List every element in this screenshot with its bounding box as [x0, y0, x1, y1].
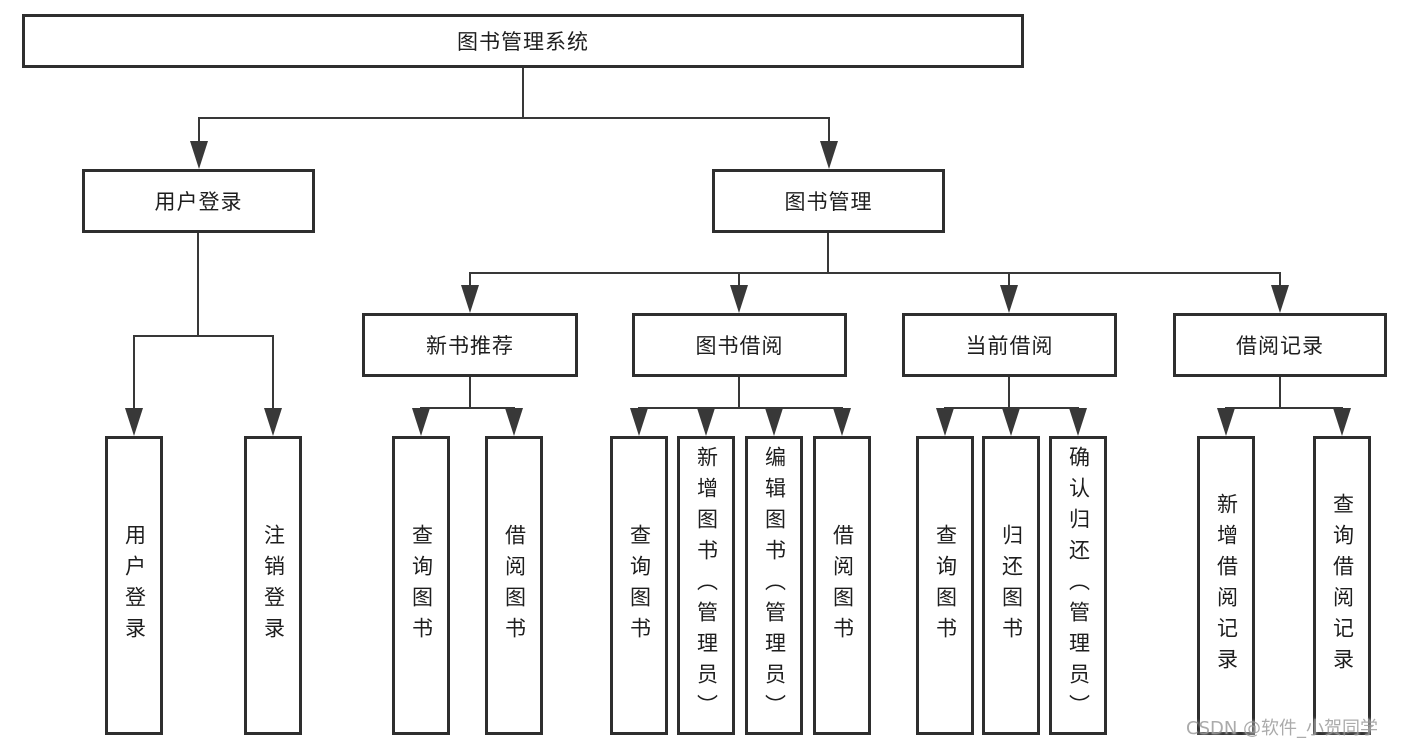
arrow-down-icon — [461, 285, 479, 313]
connector-arrow-stem — [469, 272, 471, 290]
leaf-user-login-label: 用户登录 — [122, 523, 147, 648]
arrow-down-icon — [730, 285, 748, 313]
arrow-down-icon — [1000, 285, 1018, 313]
leaf-edit-book-label: 编辑图书（管理员） — [762, 446, 787, 725]
arrow-down-icon — [833, 408, 851, 436]
connector-arrow-stem — [1008, 272, 1010, 290]
arrow-down-icon — [820, 141, 838, 169]
leaf-query-book-b-label: 查询图书 — [627, 523, 652, 648]
leaf-query-borrow-record-label: 查询借阅记录 — [1330, 492, 1355, 679]
connector-arrow-stem — [272, 335, 274, 413]
leaf-query-book-a: 查询图书 — [392, 436, 450, 735]
node-book-borrow: 图书借阅 — [632, 313, 847, 377]
leaf-add-borrow-record-label: 新增借阅记录 — [1214, 492, 1239, 679]
connector-arrow-stem — [198, 117, 200, 151]
leaf-borrow-book-b: 借阅图书 — [813, 436, 871, 735]
leaf-user-login: 用户登录 — [105, 436, 163, 735]
arrow-down-icon — [125, 408, 143, 436]
connector-book-borrow-bar — [638, 407, 843, 409]
leaf-logout: 注销登录 — [244, 436, 302, 735]
arrow-down-icon — [1333, 408, 1351, 436]
node-book-borrow-label: 图书借阅 — [695, 334, 784, 358]
arrow-down-icon — [697, 408, 715, 436]
connector-book-mgmt-stem — [827, 233, 829, 272]
connector-book-borrow-stem — [738, 377, 740, 407]
csdn-watermark: CSDN @软件_小贺同学 — [1186, 718, 1379, 739]
connector-arrow-stem — [828, 117, 830, 151]
connector-arrow-stem — [738, 272, 740, 290]
leaf-edit-book: 编辑图书（管理员） — [745, 436, 803, 735]
connector-user-login-stem — [197, 233, 199, 335]
leaf-confirm-return: 确认归还（管理员） — [1049, 436, 1107, 735]
leaf-borrow-book-a: 借阅图书 — [485, 436, 543, 735]
leaf-borrow-book-a-label: 借阅图书 — [502, 523, 527, 648]
node-current-borrow-label: 当前借阅 — [965, 334, 1054, 358]
connector-root-bar — [198, 117, 830, 119]
node-borrow-records: 借阅记录 — [1173, 313, 1387, 377]
node-root-label: 图书管理系统 — [457, 30, 589, 54]
node-root: 图书管理系统 — [22, 14, 1024, 68]
leaf-borrow-book-b-label: 借阅图书 — [830, 523, 855, 648]
leaf-add-book: 新增图书（管理员） — [677, 436, 735, 735]
node-book-management: 图书管理 — [712, 169, 945, 233]
connector-borrow-records-stem — [1279, 377, 1281, 407]
leaf-query-book-b: 查询图书 — [610, 436, 668, 735]
node-user-login-label: 用户登录 — [154, 190, 243, 214]
node-book-management-label: 图书管理 — [784, 190, 873, 214]
arrow-down-icon — [412, 408, 430, 436]
connector-current-borrow-stem — [1008, 377, 1010, 407]
connector-new-book-stem — [469, 377, 471, 407]
arrow-down-icon — [936, 408, 954, 436]
leaf-query-book-a-label: 查询图书 — [409, 523, 434, 648]
arrow-down-icon — [190, 141, 208, 169]
arrow-down-icon — [1002, 408, 1020, 436]
leaf-logout-label: 注销登录 — [261, 523, 286, 648]
arrow-down-icon — [1069, 408, 1087, 436]
connector-user-login-bar — [133, 335, 274, 337]
connector-arrow-stem — [133, 335, 135, 413]
connector-borrow-records-bar — [1225, 407, 1343, 409]
node-borrow-records-label: 借阅记录 — [1236, 334, 1324, 358]
node-new-book-recommend: 新书推荐 — [362, 313, 578, 377]
leaf-query-borrow-record: 查询借阅记录 — [1313, 436, 1371, 735]
leaf-return-book-label: 归还图书 — [999, 523, 1024, 648]
connector-book-mgmt-bar — [469, 272, 1281, 274]
arrow-down-icon — [1217, 408, 1235, 436]
leaf-add-book-label: 新增图书（管理员） — [694, 446, 719, 725]
arrow-down-icon — [505, 408, 523, 436]
arrow-down-icon — [630, 408, 648, 436]
arrow-down-icon — [264, 408, 282, 436]
leaf-query-book-c: 查询图书 — [916, 436, 974, 735]
node-new-book-recommend-label: 新书推荐 — [426, 334, 514, 358]
leaf-return-book: 归还图书 — [982, 436, 1040, 735]
node-current-borrow: 当前借阅 — [902, 313, 1117, 377]
connector-new-book-bar — [420, 407, 515, 409]
leaf-confirm-return-label: 确认归还（管理员） — [1066, 446, 1091, 725]
node-user-login: 用户登录 — [82, 169, 315, 233]
leaf-add-borrow-record: 新增借阅记录 — [1197, 436, 1255, 735]
leaf-query-book-c-label: 查询图书 — [933, 523, 958, 648]
arrow-down-icon — [1271, 285, 1289, 313]
connector-arrow-stem — [1279, 272, 1281, 290]
arrow-down-icon — [765, 408, 783, 436]
connector-root-stem — [522, 68, 524, 117]
